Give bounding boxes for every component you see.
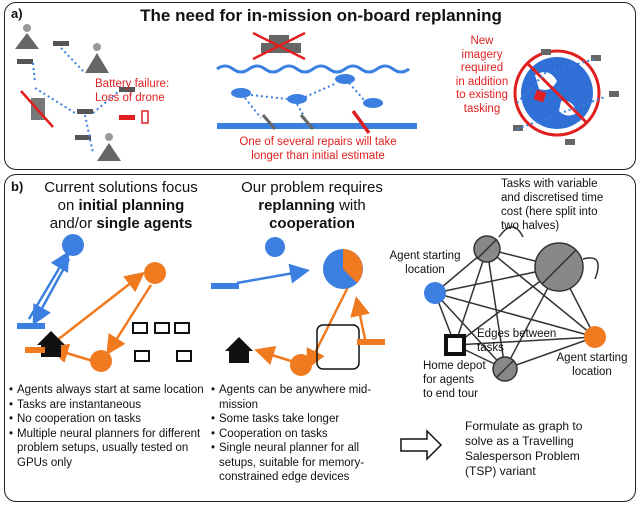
smoke-icon: [23, 24, 113, 141]
agent-start-left-label: Agent starting location: [383, 249, 467, 277]
list-item: Tasks are instantaneous: [9, 398, 205, 413]
panel-b: b) Current solutions focus on initial pl…: [4, 174, 636, 502]
list-item: No cooperation on tasks: [9, 412, 205, 427]
imagery-line-4: in addition: [455, 75, 509, 88]
repair-line-2: longer than initial estimate: [251, 150, 385, 162]
panel-a-illustration: [15, 24, 619, 161]
imagery-line-2: imagery: [461, 48, 503, 61]
target-marker: [533, 89, 547, 103]
depot-label: Home depot for agents to end tour: [423, 359, 486, 401]
current-heading-andor: and/or: [49, 215, 93, 232]
ours-heading-replanning: replanning: [258, 197, 335, 214]
panel-a: a) The need for in-mission on-board repl…: [4, 2, 636, 170]
depot-label-line-3: to end tour: [423, 388, 478, 400]
imagery-line-5: to existing: [456, 89, 508, 101]
agent-start-left-line-1: Agent starting: [389, 250, 461, 262]
current-heading-on: on: [57, 197, 75, 214]
edges-label: Edges between tasks: [477, 327, 556, 355]
panel-a-label: a): [11, 6, 23, 21]
list-item: Agents always start at same location: [9, 383, 205, 398]
pipeline: [217, 123, 417, 129]
graph-nodes: [424, 226, 606, 382]
current-heading-initial: initial planning: [78, 197, 185, 214]
current-heading-single: single agents: [96, 215, 193, 232]
repair-text: One of several repairs will take longer …: [213, 135, 423, 163]
formulate-line-3: Salesperson Problem: [465, 449, 580, 463]
depot-label-line-1: Home depot: [423, 360, 486, 372]
failed-drone-icon: [119, 110, 149, 124]
ours-heading-cooperation: cooperation: [269, 215, 355, 232]
ours-heading: Our problem requires replanning with coo…: [227, 179, 397, 233]
our-problem-scene: [211, 237, 385, 376]
formulate-line-4: (TSP) variant: [465, 464, 536, 478]
volcano-icon: [15, 33, 121, 161]
ours-heading-with: with: [339, 197, 366, 214]
current-heading-line-1: Current solutions focus: [44, 179, 198, 196]
list-item: Cooperation on tasks: [211, 427, 391, 442]
panel-a-title: The need for in-mission on-board replann…: [140, 6, 502, 25]
ours-bullets: Agents can be anywhere mid-mission Some …: [211, 383, 391, 485]
current-bullets: Agents always start at same location Tas…: [9, 383, 205, 470]
formulate-line-2: solve as a Travelling: [465, 434, 574, 448]
failed-tower-icon: [20, 90, 54, 128]
new-imagery-text: New imagery required in addition to exis…: [453, 35, 511, 116]
current-heading: Current solutions focus on initial plann…: [23, 179, 219, 233]
repair-line-1: One of several repairs will take: [239, 136, 397, 148]
edges-label-line-1: Edges between: [477, 328, 557, 340]
panel-b-label: b): [11, 179, 24, 194]
wrench-icon: [261, 114, 315, 130]
tasks-label-line-2: and discretised time: [501, 192, 604, 204]
list-item: Agents can be anywhere mid-mission: [211, 383, 391, 412]
tasks-label-line-3: cost (here split into: [501, 206, 598, 218]
depot-label-line-2: for agents: [423, 374, 475, 386]
drone-icon: [17, 41, 135, 140]
ours-heading-line-1: Our problem requires: [241, 179, 383, 196]
panel-b-illustration: [17, 226, 606, 461]
list-item: Single neural planner for all setups, su…: [211, 441, 391, 485]
submarine-icon: [231, 74, 383, 108]
tasks-label-line-4: two halves): [501, 220, 560, 232]
big-arrow-icon: [400, 429, 443, 461]
list-item: Multiple neural planners for different p…: [9, 427, 205, 471]
agent-start-right-label: Agent starting location: [549, 351, 635, 379]
current-solution-scene: [17, 234, 192, 372]
agent-start-right-line-1: Agent starting: [556, 352, 628, 364]
loss-of-drone-line: Loss of drone: [95, 92, 165, 104]
agent-start-left-line-2: location: [405, 264, 445, 276]
imagery-line-1: New: [470, 35, 494, 47]
tasks-label: Tasks with variable and discretised time…: [501, 177, 603, 233]
tasks-label-line-1: Tasks with variable: [501, 178, 598, 190]
ship-icon: [252, 31, 306, 61]
sea-waves: [216, 64, 410, 74]
imagery-line-6: tasking: [463, 102, 501, 115]
edges-label-line-2: tasks: [477, 342, 504, 354]
formulate-line-1: Formulate as graph to: [465, 419, 583, 433]
battery-failure-text: Battery failure: Loss of drone: [95, 77, 175, 105]
list-item: Some tasks take longer: [211, 412, 391, 427]
imagery-line-3: required: [460, 62, 504, 74]
wrench-red-icon: [351, 109, 371, 135]
battery-failure-line: Battery failure:: [95, 78, 170, 90]
formulate-text: Formulate as graph to solve as a Travell…: [465, 419, 582, 479]
drone-paths: [32, 47, 120, 154]
agent-start-right-line-2: location: [572, 366, 612, 378]
